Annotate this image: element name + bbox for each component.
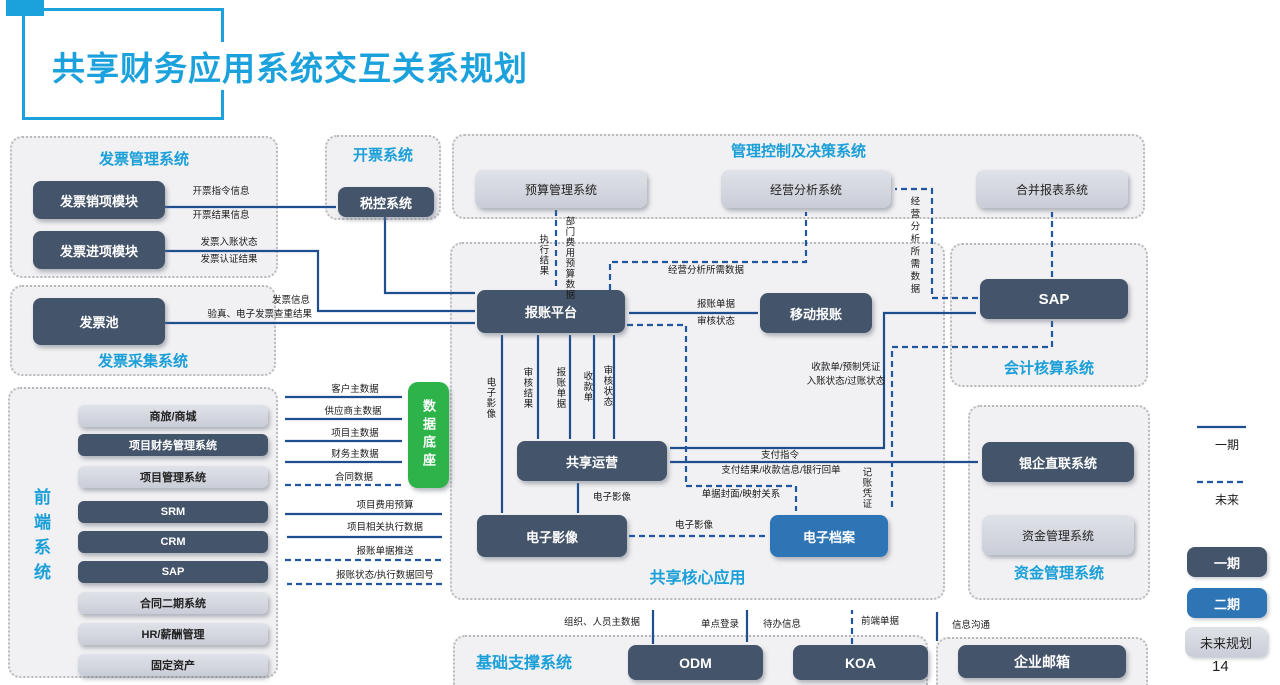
label-invoice-info: 发票信息 <box>271 295 310 306</box>
label-audit-result-v: 审核结果 <box>521 367 533 409</box>
group-title-frontend: 前端系统 <box>31 488 50 588</box>
label-doc-cover: 单据封面/映射关系 <box>701 489 781 500</box>
label-sso: 单点登录 <box>700 619 739 630</box>
node-e-image: 电子影像 <box>477 515 627 557</box>
flow-sap-archive <box>890 321 1054 511</box>
node-data-base: 数据底座 <box>408 382 449 488</box>
label-eimage-right: 电子影像 <box>674 520 713 531</box>
label-pay-cmd: 支付指令 <box>760 450 799 461</box>
label-report-doc-v: 报账单据 <box>554 367 566 409</box>
group-title-shared-core: 共享核心应用 <box>649 570 746 587</box>
node-odm: ODM <box>628 645 763 680</box>
label-report-push: 报账单据推送 <box>356 546 414 557</box>
node-koa: KOA <box>793 645 928 680</box>
label-todo: 待办信息 <box>762 619 801 630</box>
flow-input-platform <box>165 249 475 313</box>
frontend-item-hr: HR/薪酬管理 <box>78 623 268 645</box>
frontend-item-crm: CRM <box>78 531 268 553</box>
group-title-invoice-mgmt: 发票管理系统 <box>98 151 189 168</box>
label-report-doc: 报账单据 <box>696 299 735 310</box>
frontend-item-fixed-assets: 固定资产 <box>78 654 268 676</box>
label-invoice-entry-status: 发票入账状态 <box>200 237 258 248</box>
node-business-analysis: 经营分析系统 <box>721 170 891 208</box>
frontend-item-contract: 合同二期系统 <box>78 592 268 614</box>
label-analysis-data-v: 经营分析所需数据 <box>908 196 920 296</box>
label-receipt-voucher: 收款单/预制凭证 <box>811 362 881 373</box>
legend-future-box: 未来规划 <box>1185 627 1267 657</box>
frontend-item-srm: SRM <box>78 501 268 523</box>
node-mobile-report: 移动报账 <box>760 293 872 333</box>
node-report-platform: 报账平台 <box>477 290 625 333</box>
label-info-comm: 信息沟通 <box>951 620 990 631</box>
flow-operation-sap <box>670 311 976 450</box>
group-title-treasury: 资金管理系统 <box>1013 565 1104 582</box>
label-eimage-v: 电子影像 <box>484 377 496 419</box>
label-analysis-data: 经营分析所需数据 <box>667 265 744 276</box>
label-project-exec: 项目相关执行数据 <box>346 522 423 533</box>
label-voucher: 记账凭证 <box>860 467 872 509</box>
node-treasury-sys: 资金管理系统 <box>982 515 1134 555</box>
flow-sap-analysis <box>895 187 978 300</box>
label-finance-master: 财务主数据 <box>331 449 379 460</box>
label-audit-status: 审核状态 <box>696 316 735 327</box>
label-project-budget: 项目费用预算 <box>356 500 414 511</box>
label-receipt-v: 收款单 <box>581 371 593 403</box>
legend-phase1-box: 一期 <box>1187 547 1267 577</box>
label-supplier-master: 供应商主数据 <box>324 406 382 417</box>
label-exec-result: 执行结果 <box>537 234 549 276</box>
group-title-base-support: 基础支撑系统 <box>476 655 573 672</box>
label-project-master: 项目主数据 <box>331 428 379 439</box>
group-title-mgmt-control: 管理控制及决策系统 <box>730 143 866 160</box>
node-e-archive: 电子档案 <box>770 515 888 557</box>
label-billing-result: 开票结果信息 <box>192 210 250 221</box>
label-entry-posting: 入账状态/过账状态 <box>806 376 886 387</box>
flow-platform-archive <box>627 323 798 511</box>
node-invoice-output: 发票销项模块 <box>33 181 165 219</box>
node-bank-direct: 银企直联系统 <box>982 442 1134 482</box>
label-org-master: 组织、人员主数据 <box>563 617 640 628</box>
label-customer-master: 客户主数据 <box>331 384 379 395</box>
flow-taxcontrol-platform <box>383 217 475 295</box>
label-pay-result: 支付结果/收款信息/银行回单 <box>721 465 841 476</box>
legend-label-future-arrow: 未来 <box>1214 493 1239 507</box>
node-invoice-pool: 发票池 <box>33 298 165 345</box>
frontend-item-project-mgmt: 项目管理系统 <box>78 466 268 488</box>
page-number: 14 <box>1212 658 1229 675</box>
flow-platform-analysis <box>608 212 808 290</box>
group-title-invoice-collect: 发票采集系统 <box>97 353 188 370</box>
node-consolidated-report: 合并报表系统 <box>976 170 1128 208</box>
frontend-item-travel-mall: 商旅/商城 <box>78 405 268 427</box>
label-frontend-doc: 前端单据 <box>860 616 899 627</box>
node-tax-control: 税控系统 <box>338 187 434 217</box>
node-shared-operation: 共享运营 <box>517 441 667 481</box>
label-audit-status-v: 审核状态 <box>601 365 613 407</box>
frontend-item-project-finance: 项目财务管理系统 <box>78 434 268 456</box>
node-budget-mgmt: 预算管理系统 <box>475 170 647 208</box>
node-email: 企业邮箱 <box>958 645 1126 678</box>
node-sap-accounting: SAP <box>980 279 1128 319</box>
legend-phase2-box: 二期 <box>1187 588 1267 618</box>
label-report-writeback: 报账状态/执行数据回号 <box>336 570 434 581</box>
legend-label-phase1-arrow: 一期 <box>1214 438 1239 452</box>
group-treasury <box>968 405 1150 600</box>
frontend-item-sap: SAP <box>78 561 268 583</box>
page-title: 共享财务应用系统交互关系规划 <box>46 42 534 90</box>
label-contract-data: 合同数据 <box>334 472 373 483</box>
label-eimage-up: 电子影像 <box>592 492 631 503</box>
label-invoice-auth-result: 发票认证结果 <box>200 254 258 265</box>
group-title-accounting: 会计核算系统 <box>1003 360 1094 377</box>
node-invoice-input: 发票进项模块 <box>33 231 165 269</box>
label-billing-cmd: 开票指令信息 <box>192 186 250 197</box>
label-dept-budget: 部门费用预算数据 <box>563 216 575 300</box>
label-invoice-verify: 验真、电子发票查重结果 <box>207 309 312 320</box>
group-title-billing: 开票系统 <box>352 147 413 164</box>
